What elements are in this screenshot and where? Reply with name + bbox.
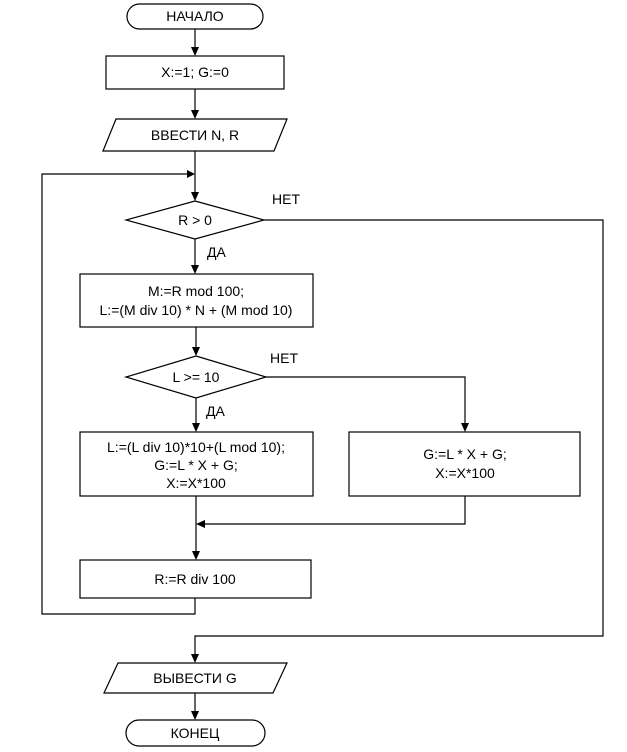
branch-yes-line2: G:=L * X + G; <box>154 457 238 473</box>
process-m-l-line2: L:=(M div 10) * N + (M mod 10) <box>100 302 293 318</box>
outer-condition-label: R > 0 <box>178 212 212 228</box>
arrow-head <box>191 192 199 201</box>
branch-yes-block: L:=(L div 10)*10+(L mod 10); G:=L * X + … <box>79 431 314 497</box>
branch-yes-line3: X:=X*100 <box>166 475 226 491</box>
branch-yes-line1: L:=(L div 10)*10+(L mod 10); <box>107 439 285 455</box>
outer-yes-label: ДА <box>207 244 226 260</box>
arrow-head <box>196 520 205 528</box>
branch-no-line2: X:=X*100 <box>435 465 495 481</box>
update-r-block: R:=R div 100 <box>79 559 312 599</box>
arrow-head <box>191 711 199 720</box>
branch-no-block: G:=L * X + G; X:=X*100 <box>348 431 581 497</box>
arrow-head <box>191 47 199 56</box>
output-block: ВЫВЕСТИ G <box>103 662 288 694</box>
inner-yes-label: ДА <box>206 403 225 419</box>
inner-no-line <box>266 376 466 424</box>
outer-no-line <box>194 219 604 654</box>
start-label: НАЧАЛО <box>166 8 224 24</box>
inner-condition: L >= 10 <box>123 355 269 399</box>
arrow-head <box>192 347 200 356</box>
end-label: КОНЕЦ <box>171 725 220 741</box>
branch-no-line1: G:=L * X + G; <box>423 446 507 462</box>
start-node: НАЧАЛО <box>126 3 264 30</box>
arrow-head <box>187 170 195 178</box>
end-node: КОНЕЦ <box>125 719 266 747</box>
loop-back-line <box>41 173 196 615</box>
arrow-head <box>191 654 199 663</box>
outer-no-label: НЕТ <box>272 191 300 207</box>
init-block: X:=1; G:=0 <box>105 55 285 90</box>
update-r-label: R:=R div 100 <box>154 571 236 587</box>
init-label: X:=1; G:=0 <box>161 64 229 80</box>
input-block: ВВЕСТИ N, R <box>102 118 288 152</box>
input-label: ВВЕСТИ N, R <box>151 127 239 143</box>
arrow-head <box>192 423 200 432</box>
arrow-head <box>461 423 469 432</box>
process-m-l-block: M:=R mod 100; L:=(M div 10) * N + (M mod… <box>79 273 314 328</box>
output-label: ВЫВЕСТИ G <box>153 670 236 686</box>
arrow-head <box>191 110 199 119</box>
inner-no-label: НЕТ <box>270 350 298 366</box>
arrow-head <box>191 265 199 274</box>
merge-line <box>205 496 466 525</box>
arrow-head <box>192 551 200 560</box>
outer-condition: R > 0 <box>123 200 267 240</box>
inner-condition-label: L >= 10 <box>173 369 220 385</box>
process-m-l-line1: M:=R mod 100; <box>148 283 244 299</box>
